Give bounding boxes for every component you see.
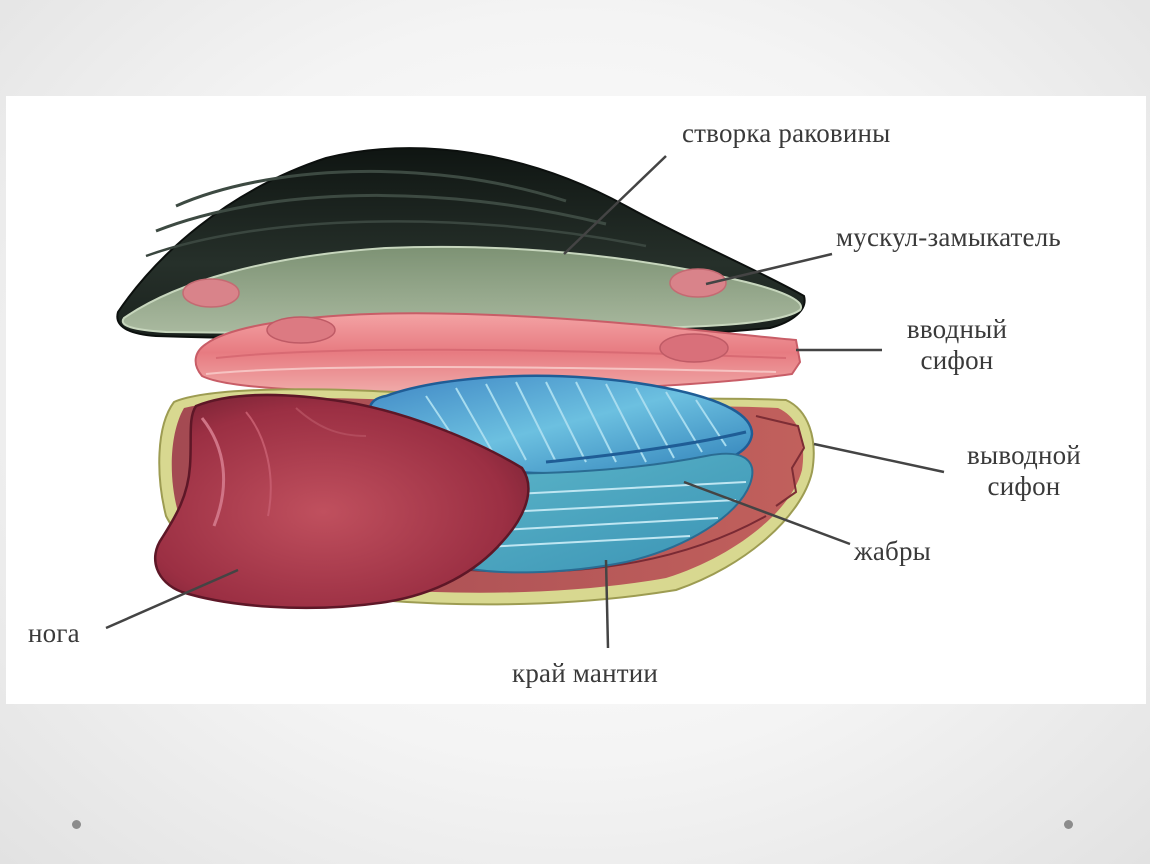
label-inhalant-siphon-line1: вводный — [906, 314, 1008, 344]
label-mantle-edge: край мантии — [512, 658, 659, 688]
label-shell-valve: створка раковины — [682, 118, 891, 148]
shell-valve — [116, 147, 806, 342]
left-nav-dot — [72, 820, 81, 829]
leader-foot — [105, 568, 239, 630]
mussel-anatomy-figure: створка раковины мускул-замыкатель вводн… — [6, 96, 1146, 704]
leader-lines — [105, 155, 945, 649]
label-adductor-muscle: мускул-замыкатель — [836, 222, 1061, 252]
label-gills: жабры — [854, 536, 932, 566]
leader-mantle-edge — [604, 559, 610, 649]
leader-shell-valve — [563, 155, 667, 255]
leader-gills — [683, 480, 851, 546]
inhalant-siphon-band — [194, 312, 802, 394]
mussel-illustration — [105, 147, 945, 649]
label-exhalant-siphon-line2: сифон — [987, 471, 1061, 501]
label-exhalant-siphon: выводной сифон — [944, 440, 1104, 502]
right-nav-dot — [1064, 820, 1073, 829]
label-exhalant-siphon-line1: выводной — [967, 440, 1081, 470]
foot-shape — [153, 393, 530, 610]
leader-exhalant — [813, 442, 945, 474]
label-foot: нога — [28, 618, 80, 648]
leader-adductor — [705, 252, 833, 286]
label-inhalant-siphon-line2: сифон — [920, 345, 994, 375]
label-inhalant-siphon: вводный сифон — [884, 314, 1030, 376]
